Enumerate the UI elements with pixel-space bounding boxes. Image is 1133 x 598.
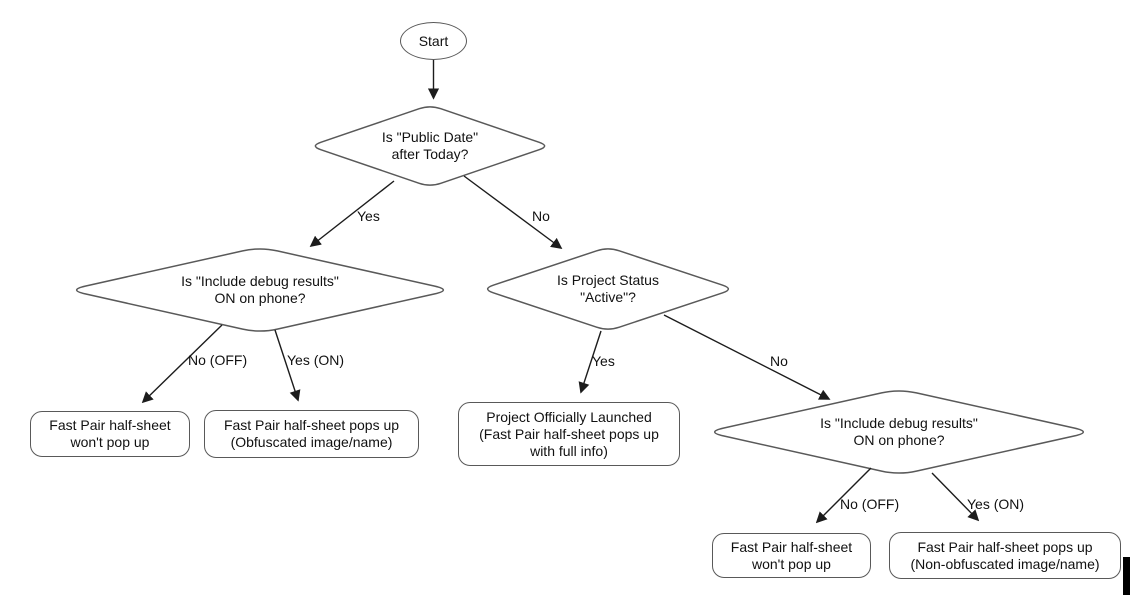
outcome-obfuscated-popup: Fast Pair half-sheet pops up (Obfuscated… [204,410,419,458]
start-node: Start [400,22,467,60]
outcome-wont-popup-left: Fast Pair half-sheet won't pop up [30,411,190,457]
edge-label-debug-right-yes: Yes (ON) [967,496,1025,512]
edge-label-public-date-no: No [532,208,550,224]
arrow-project-status-no [663,314,831,400]
text-cursor-artifact [1123,557,1130,595]
edge-label-project-status-no: No [770,353,788,369]
decision-debug-left-label: Is "Include debug results" ON on phone? [181,273,339,306]
outcome-non-obfuscated-popup: Fast Pair half-sheet pops up (Non-obfusc… [889,532,1121,579]
arrow-debug-right-yes [931,472,980,522]
decision-debug-right-shape [713,390,1085,474]
decision-public-date-shape [314,106,546,186]
arrow-project-status-yes [578,330,602,394]
edge-label-debug-left-yes: Yes (ON) [287,352,345,368]
arrow-debug-left-no [141,324,223,404]
arrow-public-date-yes [309,180,395,248]
decision-debug-left-shape [75,248,445,332]
edge-label-debug-right-no: No (OFF) [840,496,900,512]
outcome-wont-popup-right: Fast Pair half-sheet won't pop up [712,533,871,578]
edge-label-debug-left-no: No (OFF) [188,352,248,368]
decision-project-status-label: Is Project Status "Active"? [557,272,659,305]
outcome-project-launched: Project Officially Launched (Fast Pair h… [458,402,680,466]
decision-debug-right-label: Is "Include debug results" ON on phone? [820,415,978,448]
decision-public-date-label: Is "Public Date" after Today? [381,129,479,162]
arrow-public-date-no [463,175,563,250]
edge-label-public-date-yes: Yes [357,208,380,224]
arrow-debug-left-yes [274,329,301,402]
arrow-debug-right-no [815,467,872,524]
decision-project-status-shape [486,248,730,330]
edge-label-project-status-yes: Yes [592,353,615,369]
